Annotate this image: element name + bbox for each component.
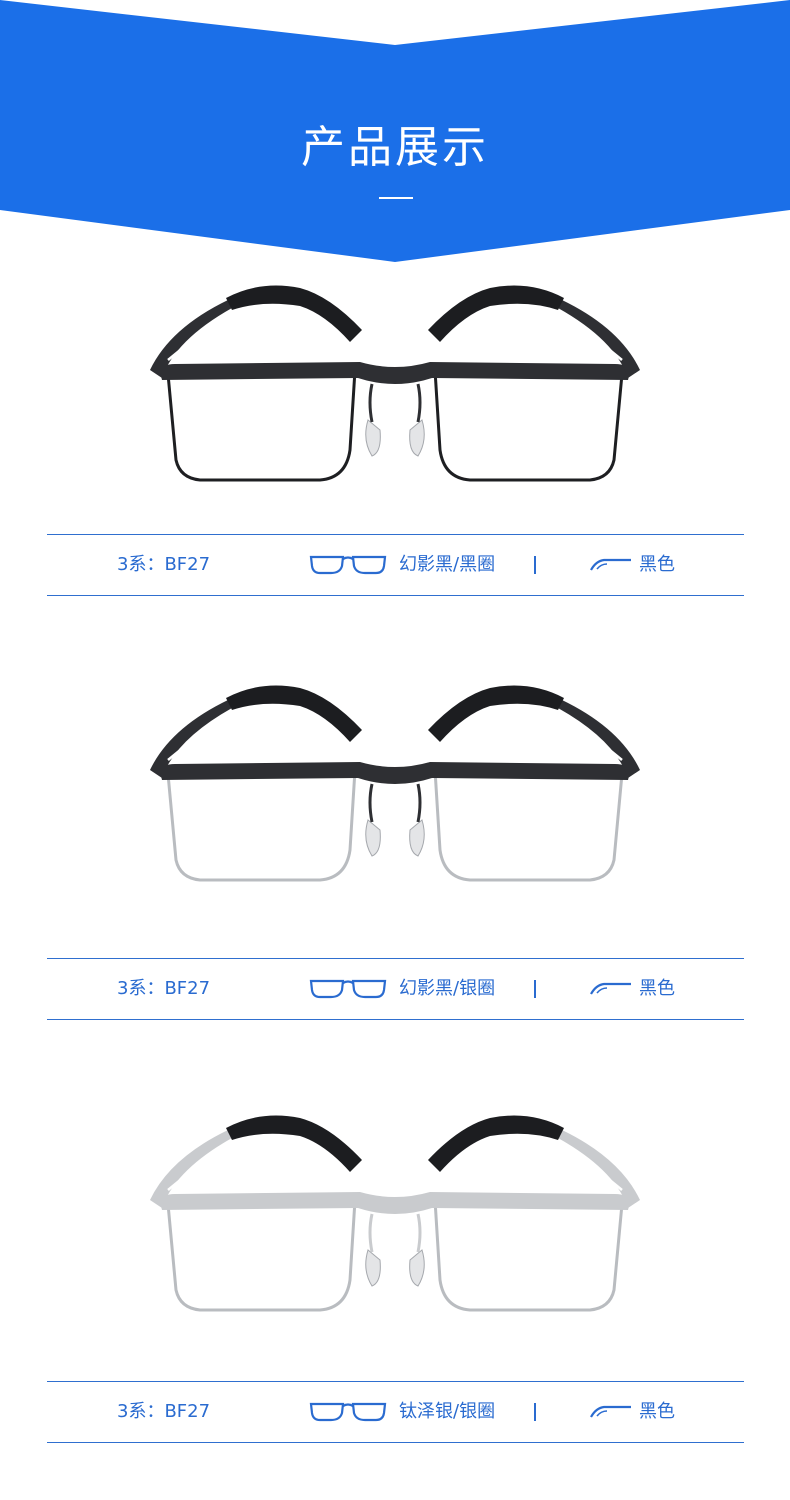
glasses-frame-icon xyxy=(309,979,387,999)
right-temple-tip xyxy=(428,285,564,342)
temple-arm-icon xyxy=(590,982,631,995)
header-banner: 产品展示 xyxy=(0,0,790,262)
series-label: 3系：BF27 xyxy=(117,1401,211,1422)
series-label: 3系：BF27 xyxy=(117,554,211,575)
left-nose-pad xyxy=(365,1249,381,1287)
temple-arm-icon xyxy=(590,558,631,571)
series-label: 3系：BF27 xyxy=(117,978,211,999)
right-lens xyxy=(433,768,624,882)
right-temple-slot xyxy=(567,715,623,761)
glasses-frame-icon xyxy=(309,555,387,575)
right-nose-pad xyxy=(409,419,425,457)
divider xyxy=(534,1403,536,1421)
right-nose-pad xyxy=(409,819,425,857)
banner-background xyxy=(0,0,790,262)
right-pad-arm xyxy=(416,783,422,823)
right-pad-arm xyxy=(416,1213,422,1253)
frame-color-label: 幻影黑/银圈 xyxy=(399,978,496,999)
spec-bar: 3系：BF27 幻影黑/银圈 黑色 xyxy=(47,958,744,1020)
frame-top-bar xyxy=(160,1192,630,1214)
left-temple-slot xyxy=(167,315,223,361)
glasses-image xyxy=(0,680,790,930)
left-temple-tip xyxy=(226,1115,362,1172)
left-nose-pad xyxy=(365,419,381,457)
right-pad-arm xyxy=(416,383,422,423)
frame-color-label: 幻影黑/黑圈 xyxy=(399,554,496,575)
glasses-frame-icon xyxy=(309,1402,387,1422)
left-temple-slot xyxy=(167,1145,223,1191)
frame-color-label: 钛泽银/银圈 xyxy=(399,1401,496,1422)
glasses-image xyxy=(0,1110,790,1360)
title-underline xyxy=(379,197,413,199)
right-lens xyxy=(433,1198,624,1312)
left-nose-pad xyxy=(365,819,381,857)
right-temple-slot xyxy=(567,1145,623,1191)
right-nose-pad xyxy=(409,1249,425,1287)
left-lens xyxy=(166,768,357,882)
right-temple-slot xyxy=(567,315,623,361)
right-temple-tip xyxy=(428,685,564,742)
temple-color-label: 黑色 xyxy=(639,554,675,575)
right-temple-tip xyxy=(428,1115,564,1172)
temple-arm-icon xyxy=(590,1405,631,1418)
left-temple-slot xyxy=(167,715,223,761)
divider xyxy=(534,980,536,998)
left-lens xyxy=(166,1198,357,1312)
spec-bar: 3系：BF27 钛泽银/银圈 黑色 xyxy=(47,1381,744,1443)
right-lens xyxy=(433,368,624,482)
left-pad-arm xyxy=(368,383,374,423)
left-temple-tip xyxy=(226,285,362,342)
left-pad-arm xyxy=(368,783,374,823)
frame-top-bar xyxy=(160,362,630,384)
spec-bar: 3系：BF27 幻影黑/黑圈 黑色 xyxy=(47,534,744,596)
left-pad-arm xyxy=(368,1213,374,1253)
divider xyxy=(534,556,536,574)
temple-color-label: 黑色 xyxy=(639,978,675,999)
glasses-image xyxy=(0,280,790,530)
left-lens xyxy=(166,368,357,482)
page-title: 产品展示 xyxy=(301,122,489,173)
frame-top-bar xyxy=(160,762,630,784)
left-temple-tip xyxy=(226,685,362,742)
temple-color-label: 黑色 xyxy=(639,1401,675,1422)
